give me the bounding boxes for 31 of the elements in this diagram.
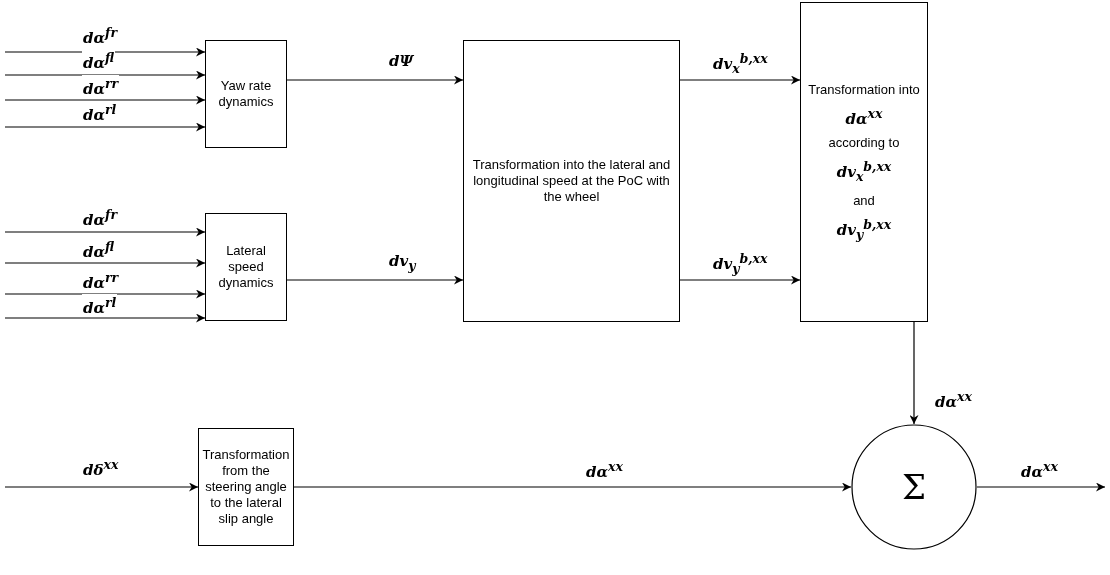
node-text: Transformation into the lateral and longitudinal speed at the PoC with the wheel	[471, 157, 672, 205]
node-text: according to	[828, 134, 900, 151]
arrow	[4, 70, 206, 80]
arrow	[976, 482, 1106, 492]
node-text: Lateral speed dynamics	[217, 243, 275, 291]
process-box	[205, 40, 287, 148]
node-text: Transformation into	[808, 81, 920, 98]
process-box	[205, 213, 287, 321]
node-text: Transformation from the steering angle to the lateral slip angle	[202, 447, 290, 527]
arrow	[679, 275, 801, 285]
arrow	[293, 482, 852, 492]
arrow	[909, 321, 919, 425]
sum-symbol: Σ	[901, 468, 926, 506]
arrow	[286, 75, 464, 85]
arrow	[4, 313, 206, 323]
process-box	[198, 428, 294, 546]
node-text: Yaw rate dynamics	[217, 78, 275, 110]
arrow	[4, 227, 206, 237]
summing-junction	[851, 424, 977, 550]
arrow	[4, 258, 206, 268]
math-symbol: dα$^{xx}$	[845, 105, 883, 127]
process-box	[800, 2, 928, 322]
process-box	[463, 40, 680, 322]
edge-label: dv$_{y}$	[388, 252, 417, 275]
arrow	[286, 275, 464, 285]
arrow	[4, 122, 206, 132]
arrow	[679, 75, 801, 85]
arrow	[4, 289, 206, 299]
node-text: and	[853, 192, 875, 209]
arrow	[4, 95, 206, 105]
arrow	[4, 482, 199, 492]
